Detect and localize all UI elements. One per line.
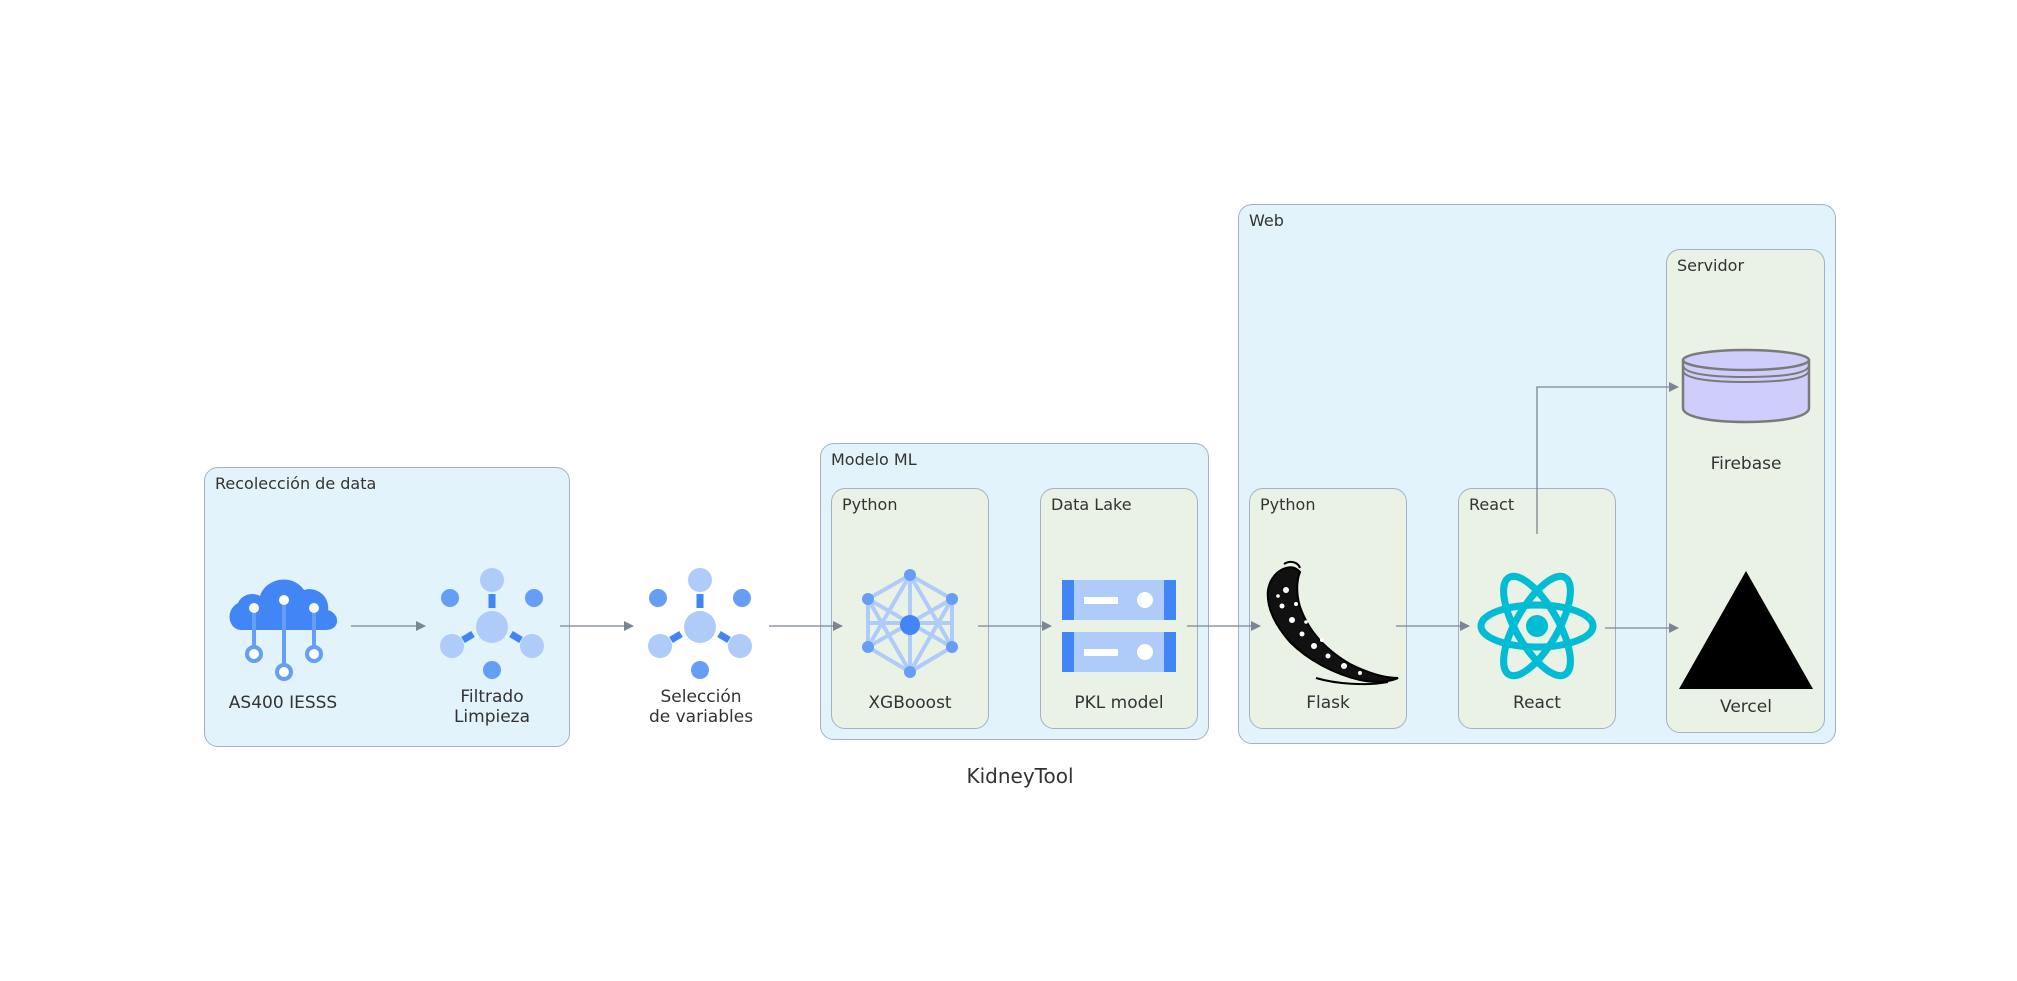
node-label-line2: Limpieza <box>453 707 531 727</box>
node-label: PKL model <box>1074 693 1164 713</box>
node-xgboost: XGBooost <box>810 693 1010 713</box>
diagram-title: KidneyTool <box>966 764 1074 788</box>
node-label: Firebase <box>1710 454 1782 474</box>
storage-server-icon <box>1062 580 1176 672</box>
edge-react-firebase <box>1536 382 1679 534</box>
flask-horn-icon <box>1266 560 1399 686</box>
cluster-label: Modelo ML <box>831 450 917 469</box>
vercel-triangle-icon <box>1679 571 1813 689</box>
cluster-label: Data Lake <box>1051 495 1132 514</box>
node-seleccion: Selección de variables <box>601 687 801 727</box>
node-vercel: Vercel <box>1646 697 1846 717</box>
node-as400: AS400 IESSS <box>183 693 383 713</box>
node-flask: Flask <box>1228 693 1428 713</box>
node-label: XGBooost <box>868 693 952 713</box>
node-label-line2: de variables <box>648 707 754 727</box>
node-label: AS400 IESSS <box>228 693 338 713</box>
node-pkl-model: PKL model <box>1019 693 1219 713</box>
cluster-label: Recolección de data <box>215 474 377 493</box>
cluster-label: React <box>1469 495 1515 514</box>
node-react: React <box>1437 693 1637 713</box>
database-cylinder-icon <box>1681 348 1811 424</box>
node-filtrado: Filtrado Limpieza <box>392 687 592 727</box>
react-atom-icon <box>1477 572 1597 680</box>
cluster-label: Web <box>1249 211 1284 230</box>
node-label: Flask <box>1306 693 1350 713</box>
cluster-label: Python <box>842 495 898 514</box>
node-label: Vercel <box>1720 697 1772 717</box>
cluster-label: Python <box>1260 495 1316 514</box>
node-firebase: Firebase <box>1646 454 1846 474</box>
cloud-iot-icon <box>229 579 338 681</box>
network-hub-icon <box>648 568 752 679</box>
network-hub-icon <box>440 568 544 679</box>
node-label-line1: Selección <box>660 687 742 707</box>
node-label-line1: Filtrado <box>460 687 524 707</box>
neural-network-icon <box>862 569 958 678</box>
node-label: React <box>1513 693 1561 713</box>
cluster-label: Servidor <box>1677 256 1745 275</box>
